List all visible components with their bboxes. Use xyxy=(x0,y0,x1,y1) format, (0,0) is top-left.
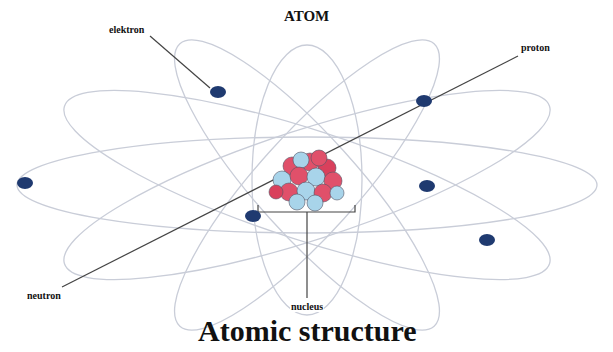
leader-line xyxy=(150,36,210,88)
orbit xyxy=(143,10,472,352)
diagram-title: ATOM xyxy=(284,8,329,25)
bracket xyxy=(258,205,355,212)
diagram-caption: Atomic structure xyxy=(198,314,417,348)
leader-lines xyxy=(62,36,518,298)
part-label: proton xyxy=(520,42,551,53)
electron xyxy=(210,86,226,98)
electron xyxy=(416,95,432,107)
electron xyxy=(419,180,435,192)
orbit xyxy=(143,10,472,352)
part-label: nucleus xyxy=(290,301,324,312)
electron xyxy=(479,234,495,246)
part-label: elektron xyxy=(108,24,145,35)
leader-line xyxy=(62,56,518,287)
nucleus-cluster xyxy=(269,150,344,211)
electrons xyxy=(17,86,495,246)
electron xyxy=(17,177,33,189)
part-label: neutron xyxy=(26,290,62,301)
electron xyxy=(245,210,261,222)
orbits xyxy=(17,10,597,352)
leader-line xyxy=(306,212,307,298)
orbit xyxy=(252,45,362,315)
orbit xyxy=(47,54,566,316)
orbit xyxy=(47,54,566,316)
